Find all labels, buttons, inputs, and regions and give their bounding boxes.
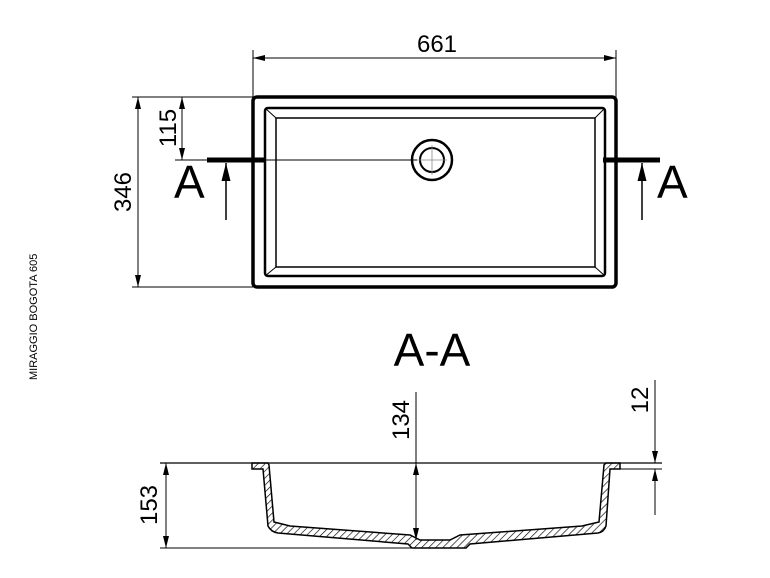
sink-bowl-floor [275,117,596,268]
section-marker-left: A [174,156,205,208]
width-label: 661 [417,31,457,58]
section-dimensions [163,380,662,548]
section-marker-right: A [657,156,688,208]
sink-bowl-outline [263,106,607,278]
drain-offset-label: 115 [155,109,182,147]
plan-view: A A 661 346 115 [110,31,688,289]
total-height-label: 153 [136,485,163,525]
bowl-corner-lines [264,107,606,277]
rim-thickness-label: 12 [627,387,654,414]
drain-icon [410,138,454,182]
basin-section-profile [251,462,621,549]
section-view: 153 134 12 [136,380,662,549]
depth-label: 346 [110,172,137,212]
section-title: A-A [394,324,471,376]
plan-dimensions [132,50,617,288]
bowl-depth-label: 134 [388,400,415,440]
model-name-label: MIRAGGIO BOGOTA 605 [28,254,40,380]
sink-outer-outline [251,95,618,289]
